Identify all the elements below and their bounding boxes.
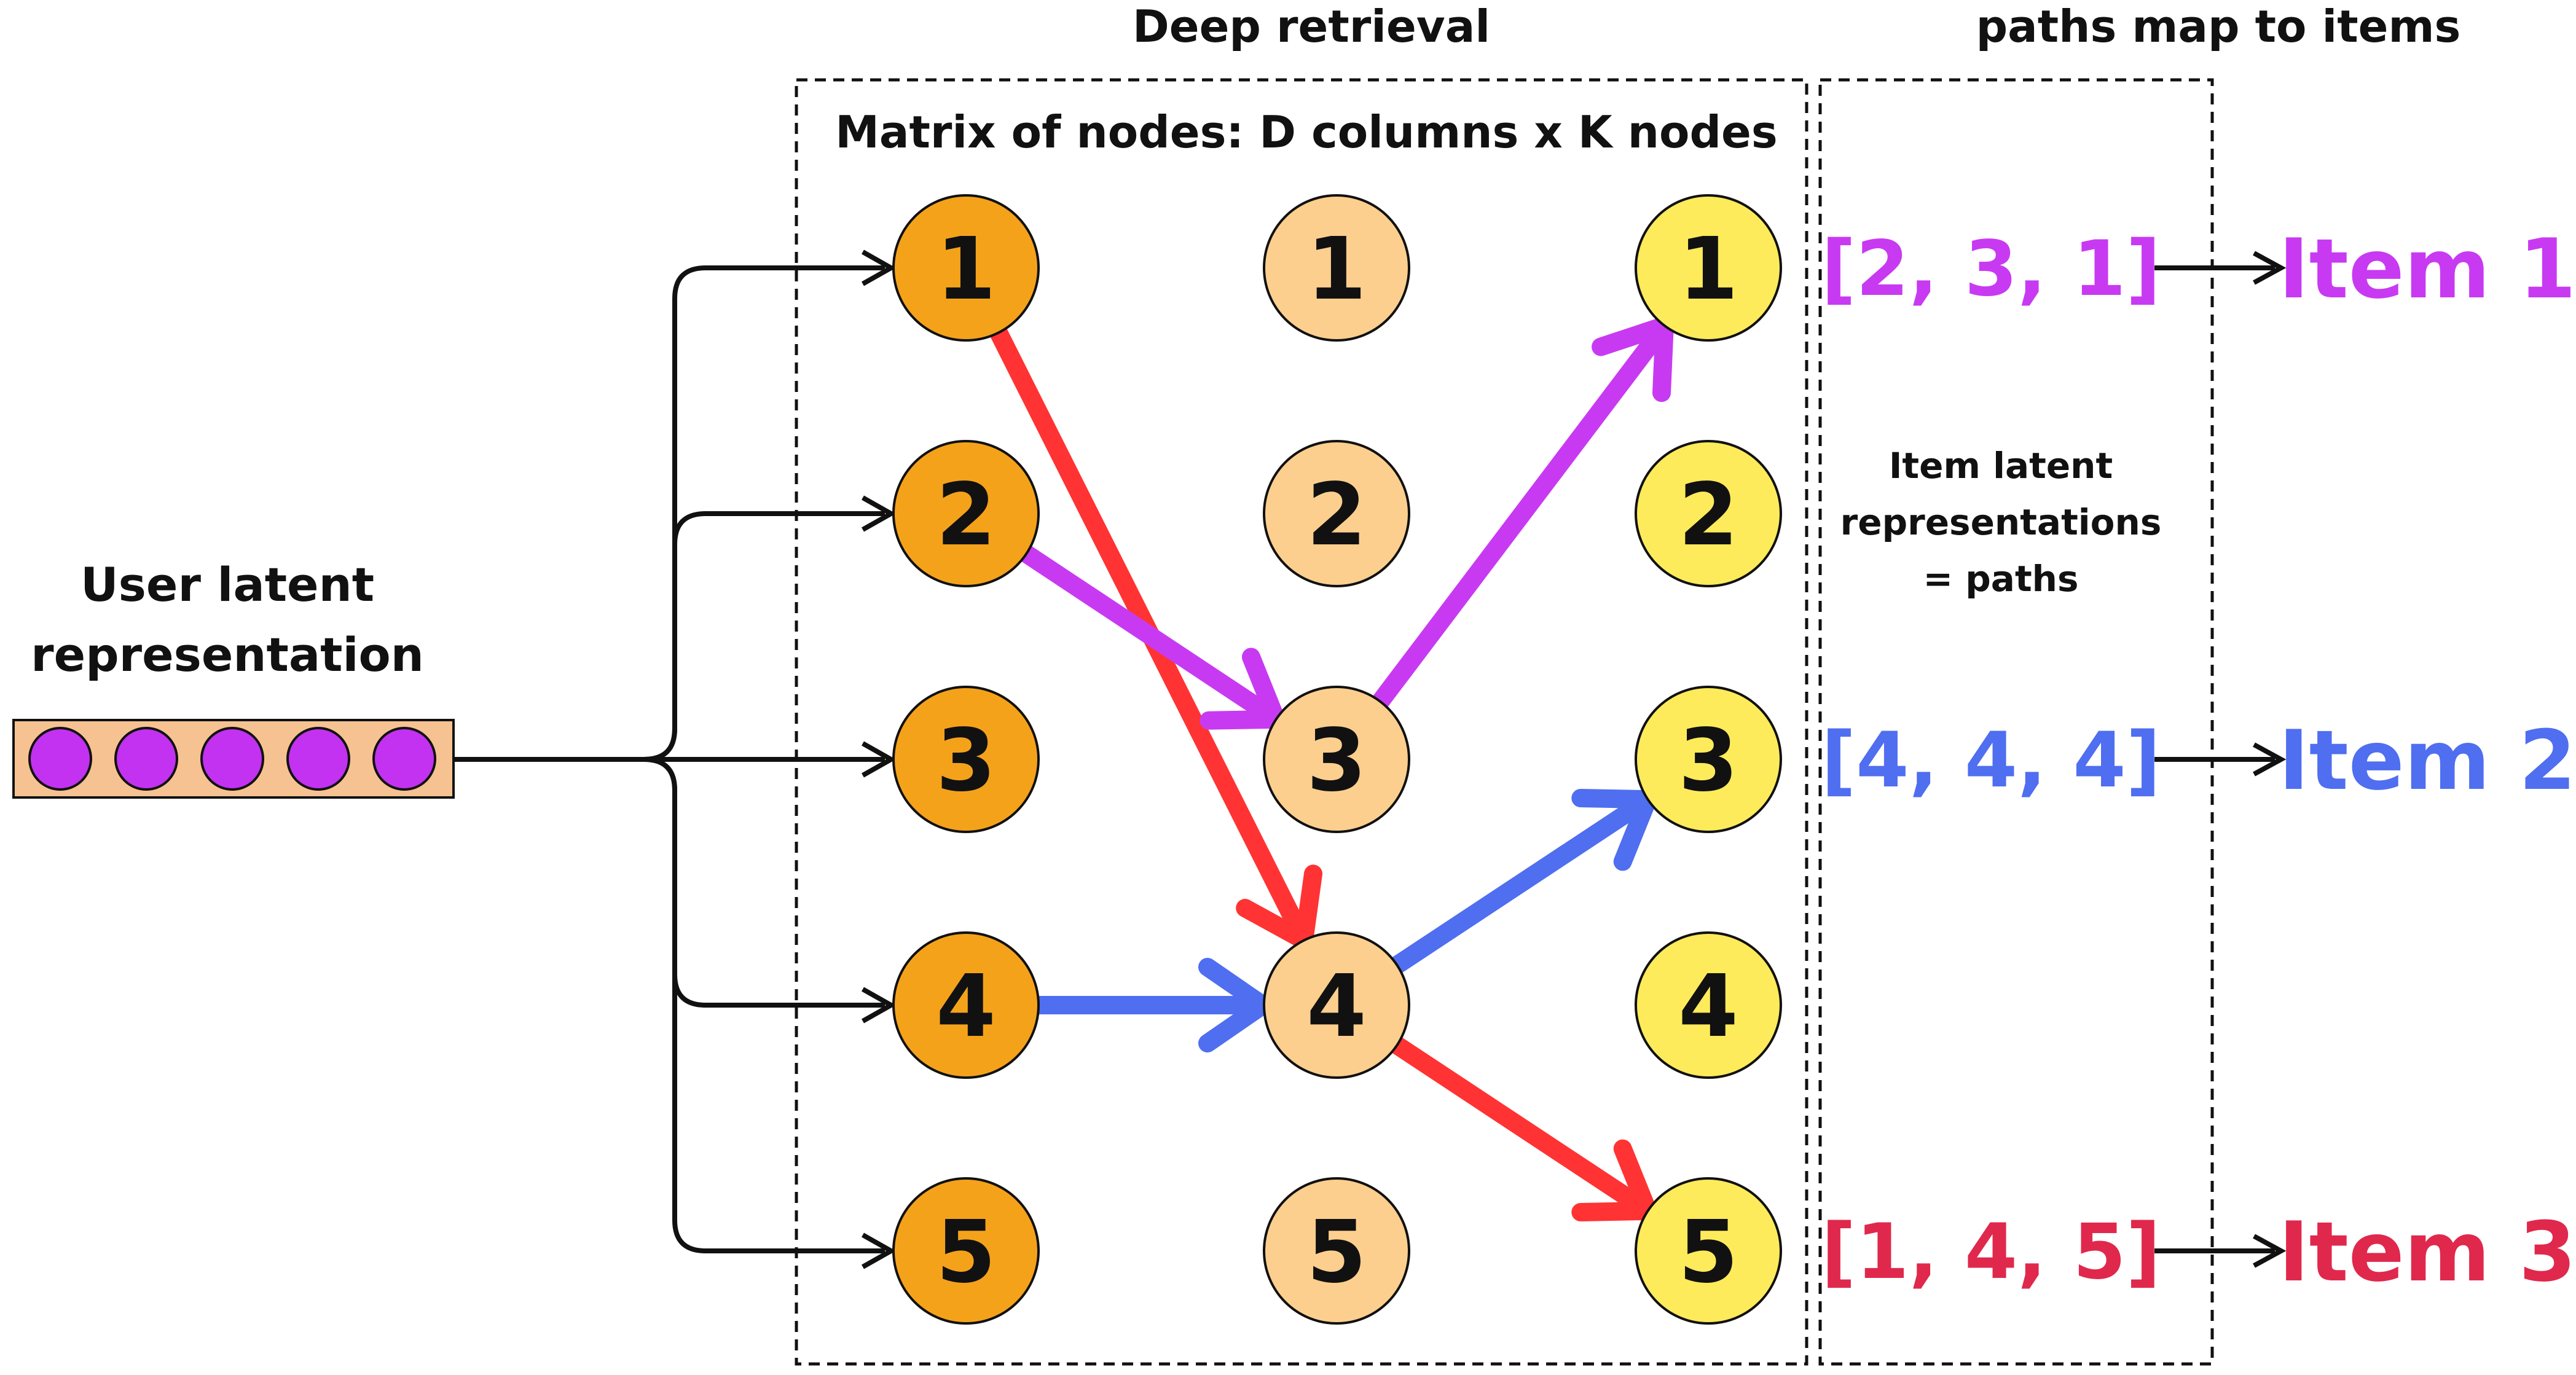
user-vector-dot: [200, 727, 264, 791]
node-circle: [892, 1177, 1040, 1325]
node-circle: [1635, 440, 1782, 587]
user-vector-dots: [28, 727, 436, 791]
item-label-2: Item 2: [2279, 713, 2576, 809]
node-label: 2: [1678, 465, 1738, 565]
connector-arrowhead: [862, 249, 897, 286]
path-label-item1: [2, 3, 1]: [1821, 225, 2161, 313]
item-label-3: Item 3: [2279, 1204, 2576, 1300]
node-col3-4: 4: [1635, 931, 1782, 1079]
node-col2-2: 2: [1263, 440, 1410, 587]
user-vector-dot: [372, 727, 436, 791]
connector-line: [643, 757, 885, 1253]
paths-box: [1818, 78, 2214, 1366]
user-vector-dot: [28, 727, 92, 791]
route-arrow-shaft: [1388, 790, 1657, 974]
node-col1-1: 1: [892, 194, 1040, 342]
node-circle: [892, 686, 1040, 833]
node-col2-4: 4: [1263, 931, 1410, 1079]
user-vector-dot: [114, 727, 178, 791]
node-label: 3: [936, 711, 995, 811]
node-label: 5: [936, 1202, 995, 1303]
paths-map-title: paths map to items: [1976, 1, 2461, 52]
connector-line: [643, 757, 885, 1008]
path-label-item3: [1, 4, 5]: [1821, 1208, 2161, 1296]
node-circle: [1635, 931, 1782, 1079]
route-arrow-shaft: [1017, 544, 1286, 729]
node-label: 3: [1678, 711, 1738, 811]
node-col3-1: 1: [1635, 194, 1782, 342]
connector-arrowhead: [862, 741, 897, 778]
node-circle: [1263, 931, 1410, 1079]
deep-retrieval-title: Deep retrieval: [1133, 1, 1490, 52]
node-matrix-box: [795, 78, 1808, 1366]
node-circle: [1263, 440, 1410, 587]
node-circle: [1635, 1177, 1782, 1325]
item-label-1: Item 1: [2279, 221, 2576, 317]
user-vector-dot: [286, 727, 350, 791]
user-label-line2: representation: [31, 627, 424, 682]
user-to-column-connectors: [454, 249, 897, 1269]
node-circle: [1263, 194, 1410, 342]
node-col1-4: 4: [892, 931, 1040, 1079]
path-labels: [2, 3, 1] Item 1 [4, 4, 4] Item 2 [1, 4, 5] I…: [1821, 221, 2576, 1300]
matrix-subtitle: Matrix of nodes: D columns x K nodes: [835, 106, 1777, 158]
path-to-item-arrowhead: [2253, 251, 2287, 285]
connector-arrowhead: [862, 987, 897, 1024]
node-circle: [892, 931, 1040, 1079]
connector-arrowhead: [862, 1232, 897, 1269]
node-circle: [1635, 194, 1782, 342]
node-col1-5: 5: [892, 1177, 1040, 1325]
node-label: 2: [936, 465, 995, 565]
node-label: 1: [1678, 219, 1738, 319]
connector-line: [643, 511, 885, 762]
node-label: 2: [1306, 465, 1366, 565]
path-to-item-arrowhead: [2253, 1234, 2287, 1268]
node-circle: [1635, 686, 1782, 833]
node-circle: [892, 194, 1040, 342]
node-label: 5: [1306, 1202, 1366, 1303]
path-to-item-arrowhead: [2253, 742, 2287, 777]
node-col3-3: 3: [1635, 686, 1782, 833]
node-circle: [892, 440, 1040, 587]
node-label: 5: [1678, 1202, 1738, 1303]
connector-arrowhead: [862, 495, 897, 532]
path-label-item2: [4, 4, 4]: [1821, 716, 2161, 805]
node-circle: [1263, 686, 1410, 833]
route-arrow-shaft: [1388, 1036, 1657, 1220]
item-latent-line1: Item latent: [1889, 445, 2113, 487]
node-label: 4: [1306, 957, 1366, 1057]
route-arrow-shaft: [1371, 316, 1674, 711]
node-col3-5: 5: [1635, 1177, 1782, 1325]
node-col1-3: 3: [892, 686, 1040, 833]
user-label-line1: User latent: [80, 557, 374, 612]
node-circle: [1263, 1177, 1410, 1325]
node-col2-3: 3: [1263, 686, 1410, 833]
item-latent-line2: representations: [1840, 501, 2162, 543]
route-arrows: [989, 316, 1674, 1221]
node-col3-2: 2: [1635, 440, 1782, 587]
node-matrix: 1 2 3 4 5 1 2 3 4 5 1 2 3 4 5: [892, 194, 1782, 1325]
node-label: 1: [1306, 219, 1366, 319]
node-label: 1: [936, 219, 995, 319]
node-col2-1: 1: [1263, 194, 1410, 342]
node-col2-5: 5: [1263, 1177, 1410, 1325]
item-latent-line3: = paths: [1923, 558, 2079, 600]
node-col1-2: 2: [892, 440, 1040, 587]
node-label: 4: [1678, 957, 1738, 1057]
node-label: 4: [936, 957, 995, 1057]
node-label: 3: [1306, 711, 1366, 811]
